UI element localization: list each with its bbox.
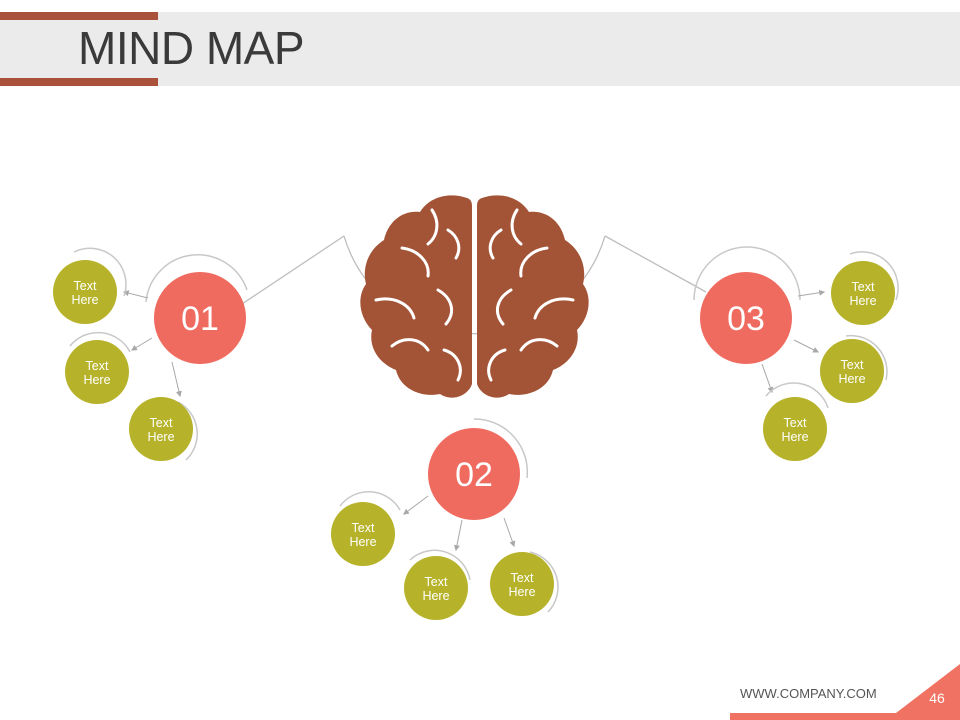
leaf-01-3-circle[interactable] <box>129 397 193 461</box>
arrow-03-to-leaf-2 <box>793 339 820 353</box>
connector-brain-to-01 <box>235 235 345 309</box>
leaf-03-1-circle[interactable] <box>831 261 895 325</box>
leaf-02-1-text-line1: Text <box>352 521 375 535</box>
hub-02-group: 02 Text Here Text Here Text Here <box>331 418 559 620</box>
leaf-03-3-text-line2: Here <box>781 430 808 444</box>
leaf-03-1-text-line1: Text <box>852 280 875 294</box>
hub-03-ring <box>693 246 801 301</box>
arrow-02-to-leaf-3 <box>503 517 516 548</box>
leaf-03-2-text-line2: Here <box>838 372 865 386</box>
hub-01-ring <box>145 254 248 303</box>
footer-accent-line <box>730 713 960 720</box>
leaf-01-1-ring <box>73 247 127 297</box>
leaf-03-2-circle[interactable] <box>820 339 884 403</box>
hub-01-group: 01 Text Here Text Here Text Here <box>53 247 248 461</box>
leaf-01-2-text-line1: Text <box>86 359 109 373</box>
title-accent-bar-top <box>0 12 158 20</box>
hub-03-group: 03 Text Here Text Here Text Here <box>693 246 899 461</box>
footer-company-url[interactable]: WWW.COMPANY.COM <box>740 686 877 701</box>
leaf-01-2-text-line2: Here <box>83 373 110 387</box>
page-number: 46 <box>929 690 945 706</box>
hub-01-number: 01 <box>181 300 219 338</box>
leaf-01-1-text-line1: Text <box>74 279 97 293</box>
arrow-01-to-leaf-2 <box>130 337 153 351</box>
title-accent-bar-bottom <box>0 78 158 86</box>
leaf-02-2-text-line2: Here <box>422 589 449 603</box>
leaf-03-3-ring <box>765 382 829 409</box>
leaf-02-2-ring <box>409 549 471 581</box>
leaf-01-3-text-line1: Text <box>150 416 173 430</box>
leaf-01-3-ring <box>177 401 198 461</box>
leaf-03-3-text-line1: Text <box>784 416 807 430</box>
leaf-02-1-ring <box>339 491 401 511</box>
leaf-03-2-text-line1: Text <box>841 358 864 372</box>
hub-02-ring <box>473 418 529 479</box>
leaf-02-2-circle[interactable] <box>404 556 468 620</box>
hub-03-number: 03 <box>727 300 765 338</box>
title-band <box>0 12 960 86</box>
leaf-02-3-ring <box>529 551 559 613</box>
slide-title: MIND MAP <box>78 22 305 74</box>
arrow-02-to-leaf-2 <box>453 519 463 552</box>
arrow-01-to-leaf-1 <box>122 290 149 299</box>
leaf-01-1-circle[interactable] <box>53 260 117 324</box>
arrow-02-to-leaf-1 <box>403 495 429 515</box>
hub-02-circle[interactable] <box>428 428 520 520</box>
brain-icon <box>360 195 589 398</box>
leaf-03-1-text-line2: Here <box>849 294 876 308</box>
leaf-02-3-text-line2: Here <box>508 585 535 599</box>
leaf-02-3-text-line1: Text <box>511 571 534 585</box>
arrow-03-to-leaf-3 <box>761 363 774 394</box>
leaf-01-3-text-line2: Here <box>147 430 174 444</box>
leaf-03-2-ring <box>845 334 888 381</box>
connector-brain-to-03 <box>604 235 707 293</box>
leaf-01-2-circle[interactable] <box>65 340 129 404</box>
leaf-03-3-circle[interactable] <box>763 397 827 461</box>
leaf-02-3-circle[interactable] <box>490 552 554 616</box>
leaf-03-1-ring <box>849 251 899 301</box>
leaf-01-2-ring <box>69 331 131 353</box>
arrow-01-to-leaf-3 <box>171 361 182 398</box>
leaf-02-1-circle[interactable] <box>331 502 395 566</box>
arrow-03-to-leaf-1 <box>797 289 826 297</box>
leaf-02-2-text-line1: Text <box>425 575 448 589</box>
footer-page-triangle <box>896 664 960 713</box>
hub-01-circle[interactable] <box>154 272 246 364</box>
hub-02-number: 02 <box>455 456 493 494</box>
hub-03-circle[interactable] <box>700 272 792 364</box>
leaf-02-1-text-line2: Here <box>349 535 376 549</box>
leaf-01-1-text-line2: Here <box>71 293 98 307</box>
